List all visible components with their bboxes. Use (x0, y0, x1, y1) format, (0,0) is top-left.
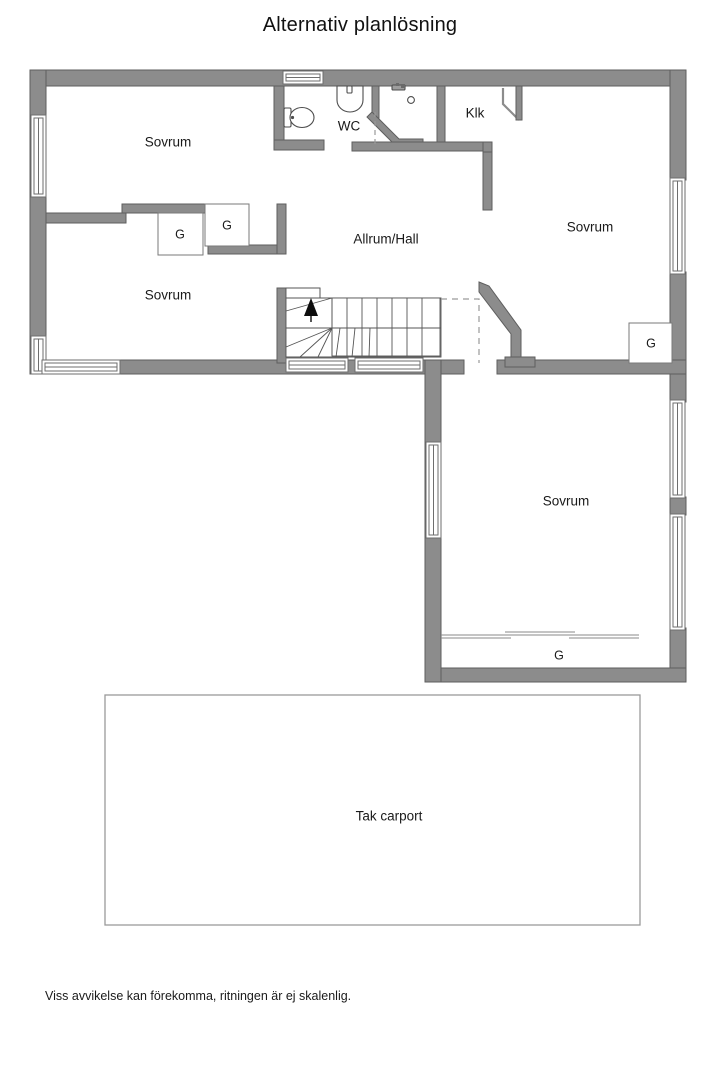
room-label-sovrum-bottom-right: Sovrum (543, 494, 590, 509)
closet-label-g-bottom: G (554, 648, 564, 662)
window-right-lower-b (669, 513, 686, 631)
wall-hall-corner (482, 141, 493, 153)
window-top-wc (282, 70, 324, 85)
wall-stairs-bottom-right (504, 356, 536, 368)
shower-tap-icon (391, 83, 406, 91)
door-group (501, 85, 523, 121)
window-group (30, 70, 686, 631)
window-right-lower-a (669, 399, 686, 499)
closet-group (157, 203, 673, 639)
stair-direction-arrow (304, 298, 318, 316)
disclaimer-note: Viss avvikelse kan förekomma, ritningen … (45, 989, 352, 1003)
carport-label: Tak carport (356, 809, 423, 824)
floor-drain-icon (407, 96, 415, 104)
staircase (285, 287, 442, 358)
page-title: Alternativ planlösning (262, 14, 458, 36)
window-stairs-left (285, 357, 349, 373)
closet-box-g-right (628, 322, 673, 364)
closet-label-g-right: G (646, 336, 656, 350)
carport-outline (104, 694, 641, 926)
window-right-upper (669, 177, 686, 275)
wall-exterior-right-lower-a (669, 496, 687, 516)
sink-fixture (336, 85, 364, 113)
toilet-fixture (283, 106, 315, 129)
wall-partition-stairs-left (276, 287, 287, 364)
wall-group (29, 69, 687, 683)
closet-box-g1 (157, 212, 204, 256)
wall-partition-left-a (45, 212, 127, 224)
wall-wc-bottom (273, 139, 325, 151)
room-label-sovrum-top-left: Sovrum (145, 135, 192, 150)
room-label-allrum-hall: Allrum/Hall (353, 232, 418, 247)
window-lower-block-left (425, 441, 442, 539)
closet-bottom-wardrobe (441, 631, 639, 639)
window-stairs-right (354, 357, 424, 373)
room-label-klk: Klk (466, 106, 485, 121)
window-left-upper (30, 114, 47, 198)
closet-label-g1: G (175, 227, 185, 241)
wall-partition-hall-left (276, 203, 287, 255)
wall-bottom-right-block (424, 667, 687, 683)
closet-box-g2 (204, 203, 250, 247)
fixture-group (283, 83, 415, 129)
wall-hall-top (351, 141, 491, 152)
door-klk-leaf (515, 85, 523, 121)
wall-exterior-right-upper (669, 69, 687, 181)
door-klk (501, 88, 520, 121)
closet-label-g2: G (222, 218, 232, 232)
wall-partition-left-b (121, 203, 211, 214)
window-bottom-left (41, 359, 121, 375)
wall-klk-left (436, 85, 446, 149)
room-label-sovrum-top-right: Sovrum (567, 220, 614, 235)
wall-wc-left (273, 85, 285, 149)
room-label-sovrum-bottom-left: Sovrum (145, 288, 192, 303)
room-label-wc: WC (338, 119, 361, 134)
opening-dashed-line (441, 298, 480, 363)
wall-exterior-top (29, 69, 687, 87)
wall-diagonal-right (478, 281, 522, 365)
